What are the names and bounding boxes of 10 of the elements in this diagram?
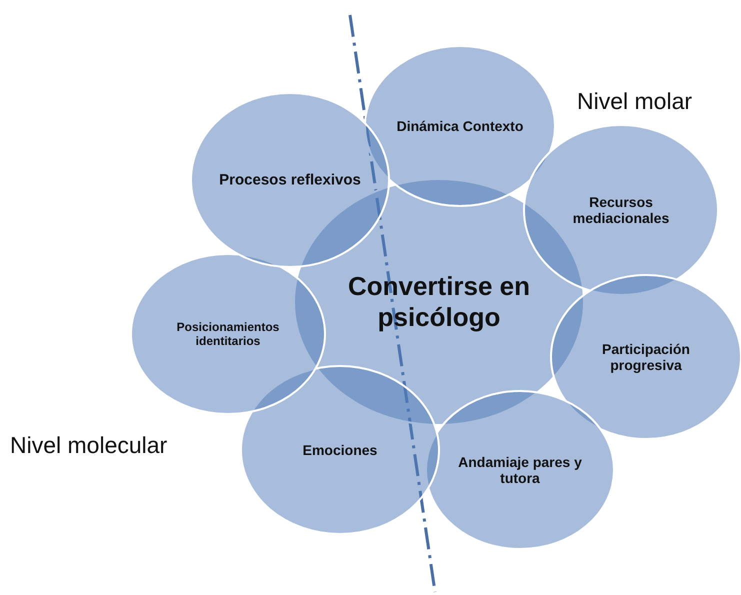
circle-label: Procesos reflexivos <box>218 172 362 188</box>
level-label: Nivel molecular <box>10 432 168 459</box>
circle-label: Dinámica Contexto <box>396 118 524 134</box>
circle-label: Convertirse en psicólogo <box>346 271 532 333</box>
circle-label: Posicionamientos identitarios <box>176 320 280 348</box>
level-label: Nivel molar <box>577 88 692 115</box>
circle-label: Andamiaje pares y tutora <box>457 454 583 486</box>
circle-label: Participación progresiva <box>601 341 691 373</box>
circle-label: Emociones <box>302 442 378 458</box>
circle-label: Recursos mediacionales <box>572 194 670 226</box>
